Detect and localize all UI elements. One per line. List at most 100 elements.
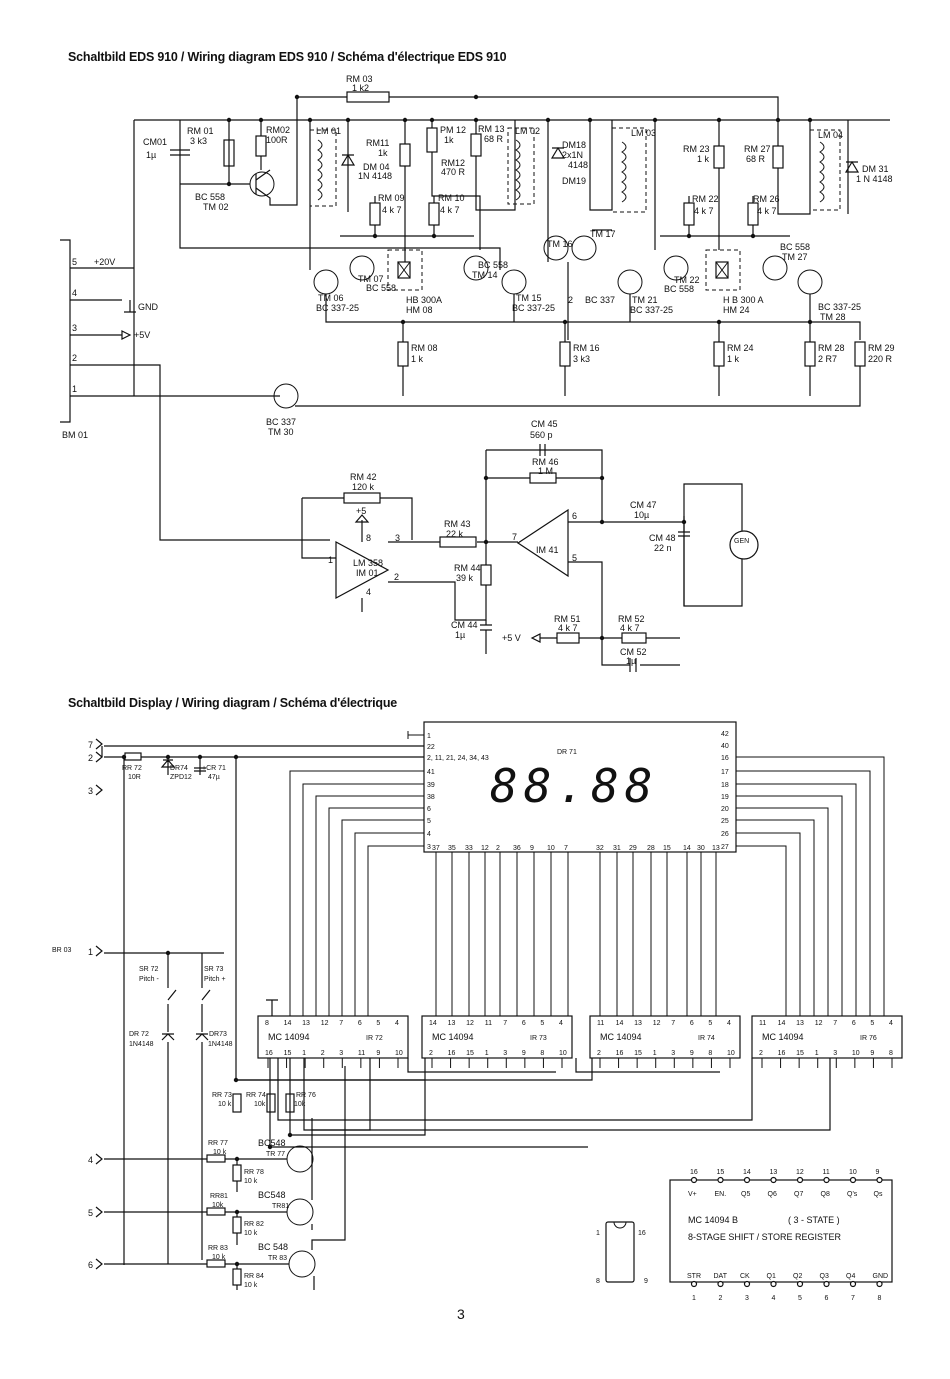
resistor-rm27 (772, 145, 784, 169)
plus5v-label: +5 V (502, 633, 521, 643)
pinout-bottom-pad (823, 1280, 830, 1288)
ic-top-pin: 12 (321, 1020, 329, 1027)
bm01-signal-5v: +5V (134, 330, 150, 340)
ic-bottom-pin: 10 (852, 1050, 860, 1057)
ic-bottom-pin: 9 (870, 1050, 874, 1057)
pinout-box (669, 1179, 893, 1283)
cm45-value: 560 p (530, 430, 553, 440)
resistor-rm44 (480, 564, 492, 586)
rm08-value: 1 k (411, 354, 424, 364)
rr72-value: 10R (128, 774, 141, 781)
pinout-top-pad (770, 1176, 777, 1184)
ic-mc14094 (751, 1015, 903, 1059)
rr77-value: 10 k (213, 1149, 227, 1156)
dr71-left-pin-label: 38 (427, 794, 435, 801)
dr71-bottom-pin-label: 13 (712, 845, 720, 852)
tm06-type: BC 337-25 (316, 303, 359, 313)
ic-top-pin: 4 (727, 1020, 731, 1027)
ic-top-pin: 4 (559, 1020, 563, 1027)
pinout-bottom-num: 7 (851, 1295, 855, 1302)
im01-type: LM 358 (353, 558, 383, 568)
rm02-value: 100R (266, 135, 288, 145)
ic-top-pin: 6 (852, 1020, 856, 1027)
resistor-rr84 (232, 1268, 242, 1286)
pinout-top-num: 10 (849, 1169, 857, 1176)
dr71-right-trace (736, 819, 815, 1016)
resistor-rm13 (470, 133, 482, 157)
ic-bottom-pin: 9 (690, 1050, 694, 1057)
dr71-right-trace (736, 783, 857, 1016)
rr73-label: RR 73 (212, 1092, 232, 1099)
rm27-label: RM 27 (744, 144, 771, 154)
ic-bottom-pin: 2 (597, 1050, 601, 1057)
bc337-pin-label: 2 (568, 295, 573, 305)
display-title: Schaltbild Display / Wiring diagram / Sc… (68, 696, 398, 710)
ic-top-pin: 14 (778, 1020, 786, 1027)
rr76-label: RR 76 (296, 1092, 316, 1099)
junction-dot (473, 117, 479, 123)
ic-bottom-pin: 15 (634, 1050, 642, 1057)
ic-bottom-pin: 9 (376, 1050, 380, 1057)
pinout-top-pad (743, 1176, 751, 1184)
rm29-value: 220 R (868, 354, 893, 364)
pinout-bottom-num: 6 (825, 1295, 829, 1302)
rm42-value: 120 k (352, 482, 375, 492)
dr71-right-pin-label: 18 (721, 782, 729, 789)
tm02-type: BC 558 (195, 192, 225, 202)
pinout-description: 8-STAGE SHIFT / STORE REGISTER (688, 1232, 842, 1242)
junction-dot (372, 233, 378, 239)
junction-dot (258, 117, 264, 123)
dr71-bottom-pin-label: 28 (647, 845, 655, 852)
ic-top-pin: 7 (503, 1020, 507, 1027)
tm30-label: TM 30 (268, 427, 294, 437)
pinout-bottom-num: 3 (745, 1295, 749, 1302)
pinout-top-num: 14 (743, 1169, 751, 1176)
dr71-left-pin-label: 39 (427, 782, 435, 789)
dr72-value: 1N4148 (129, 1041, 154, 1048)
ic-bottom-pin: 1 (815, 1050, 819, 1057)
ic-top-pin: 8 (265, 1020, 269, 1027)
ic-ref: IR 73 (530, 1035, 547, 1042)
transistor-tm28 (797, 269, 823, 295)
transistor-tr81 (286, 1198, 314, 1226)
junction-dot (652, 117, 658, 123)
im01-pin-4: 4 (366, 587, 371, 597)
transistor-tm06 (313, 269, 339, 295)
plus5-label: +5 (356, 506, 366, 516)
dr71-left-trace (289, 770, 424, 1016)
ic-top-pin: 12 (653, 1020, 661, 1027)
junction-dot (233, 1077, 239, 1083)
cm48-label: CM 48 (649, 533, 676, 543)
dr71-left-pin-label: 2, 11, 21, 24, 34, 43 (427, 755, 489, 762)
pinout-top-num: 12 (796, 1169, 804, 1176)
resistor-rr74 (266, 1093, 276, 1113)
dr71-bottom-pin-label: 14 (683, 845, 691, 852)
resistor-rm52 (621, 632, 647, 644)
tm22-type: BC 558 (664, 284, 694, 294)
pinout-bottom-pad (770, 1280, 777, 1288)
resistor-rm02 (255, 135, 267, 157)
rr77-label: RR 77 (208, 1140, 228, 1147)
ic-bottom-pin: 1 (485, 1050, 489, 1057)
dr71-bottom-pin-label: 12 (481, 845, 489, 852)
rm28-value: 2 R7 (818, 354, 837, 364)
junction-dot (562, 319, 568, 325)
rm52-label: RM 52 (618, 614, 645, 624)
ic-top-pin: 6 (690, 1020, 694, 1027)
pinout-bottom-name: DAT (714, 1273, 728, 1280)
pinout-top-name: Q6 (768, 1191, 777, 1198)
display-connector-arrow (95, 1206, 103, 1218)
rm03-label: RM 03 (346, 74, 373, 84)
dr71-bottom-pin-label: 15 (663, 845, 671, 852)
dr71-left-trace (341, 819, 424, 1016)
display-connector-arrow (95, 1153, 103, 1165)
rr81-label: RR81 (210, 1193, 228, 1200)
rm46-value: 1 M (538, 466, 553, 476)
pinout-top-pad (876, 1176, 883, 1184)
pinout-bottom-name: STR (687, 1273, 701, 1280)
rr72-label: RR 72 (122, 765, 142, 772)
rm28-label: RM 28 (818, 343, 845, 353)
